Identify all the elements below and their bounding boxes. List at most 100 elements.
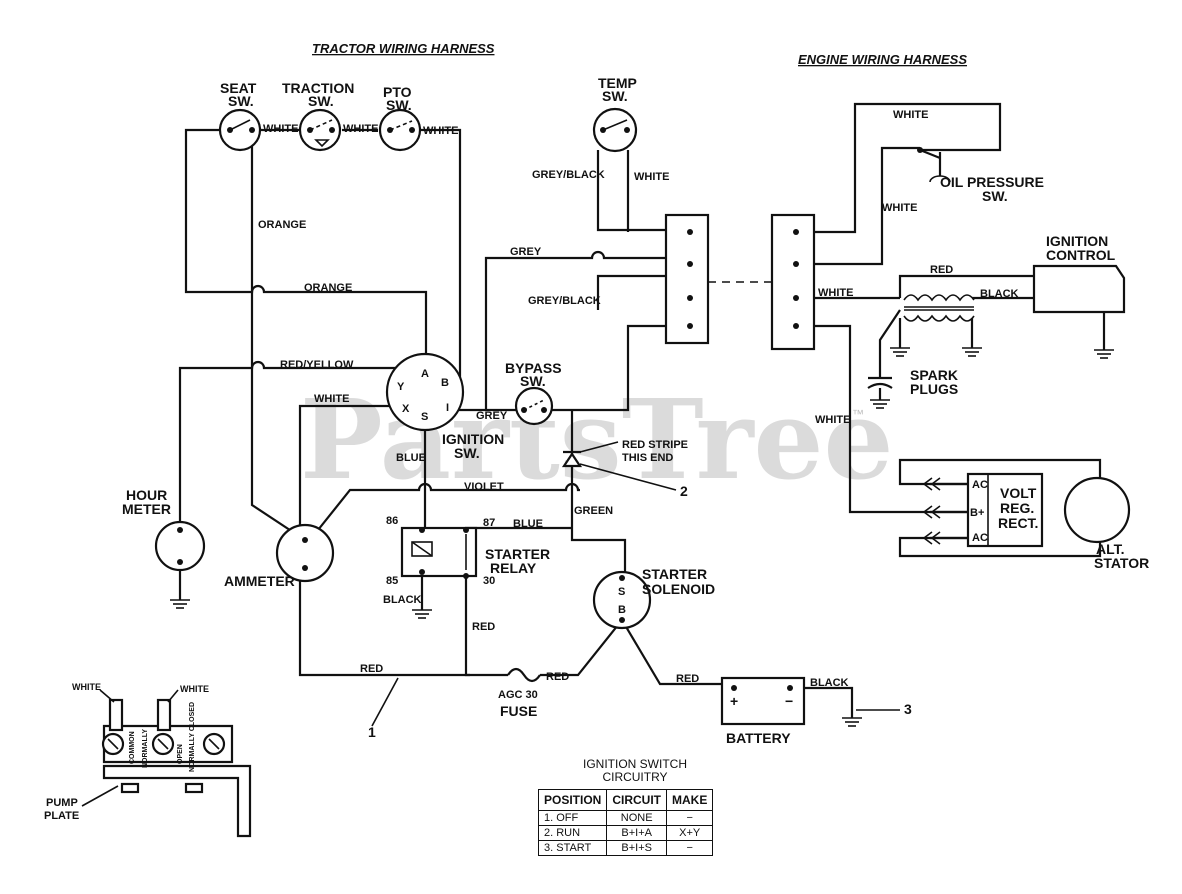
relay-terminal-85: 85 (386, 575, 398, 587)
ammeter-label: AMMETER (224, 573, 295, 589)
wire-label-grey-bypass: GREY (476, 410, 508, 422)
wire-label-white-oil-2: WHITE (882, 202, 917, 214)
wire-red-yellow (178, 360, 405, 530)
traction-sw-label-2: SW. (308, 93, 334, 109)
ign-terminal-s: S (421, 411, 428, 423)
wire-label-white-oil-1: WHITE (893, 109, 928, 121)
ignition-control-label-1: IGNITION (1046, 233, 1108, 249)
battery-label: BATTERY (726, 730, 791, 746)
wire-label-red-ignition: RED (930, 264, 953, 276)
wire-label-blue-87: BLUE (513, 518, 543, 530)
ignition-circuitry-table: POSITION CIRCUIT MAKE 1. OFF NONE − 2. R… (537, 789, 714, 856)
wire-label-grey-black: GREY/BLACK (528, 295, 601, 307)
block-label-normally: NORMALLY (142, 729, 149, 768)
table-title-line2: CIRCUITRY (602, 770, 668, 784)
wire-label-white-x: WHITE (314, 393, 349, 405)
hour-meter-label-2: METER (122, 501, 171, 517)
ign-terminal-i: I (446, 402, 449, 414)
table-row: 3. START B+I+S − (537, 840, 714, 856)
table-header-make: MAKE (666, 789, 714, 811)
bypass-switch (514, 386, 554, 426)
pump-plate-switch-block (101, 698, 252, 838)
red-stripe-label-1: RED STRIPE (622, 439, 688, 451)
wire-relay-red (464, 578, 508, 677)
wire-white-vreg (796, 324, 968, 514)
spark-plug-coil (903, 294, 975, 322)
solenoid-terminal-s: S (618, 586, 625, 598)
seat-switch (218, 108, 262, 152)
alternator-stator (1063, 476, 1131, 544)
bypass-sw-label-1: BYPASS (505, 360, 562, 376)
block-label-common: COMMON (129, 731, 136, 764)
callout-3: 3 (904, 701, 912, 717)
spark-plugs-label-2: PLUGS (910, 381, 958, 397)
wire-grey-black-temp (596, 150, 690, 232)
block-label-open: OPEN (177, 744, 184, 764)
ign-terminal-a: A (421, 368, 429, 380)
table-cell: X+Y (666, 825, 714, 841)
table-cell: B+I+A (606, 825, 668, 841)
engine-connector (770, 213, 816, 351)
voltage-regulator (922, 472, 1044, 548)
ign-terminal-y: Y (397, 381, 405, 393)
table-title-line1: IGNITION SWITCH (583, 757, 687, 771)
table-cell: NONE (606, 810, 668, 826)
starter-relay-label-2: RELAY (490, 560, 537, 576)
starter-relay (400, 526, 478, 619)
wire-label-black-battery: BLACK (810, 677, 849, 689)
wire-label-white-plugs: WHITE (818, 287, 853, 299)
wire-label-white-2: WHITE (343, 123, 378, 135)
ignition-control-label-2: CONTROL (1046, 247, 1116, 263)
wire-label-red-30: RED (472, 621, 495, 633)
pump-plate-label-2: PLATE (44, 810, 79, 822)
engine-harness-title: ENGINE WIRING HARNESS (798, 52, 967, 67)
starter-solenoid-label-2: SOLENOID (642, 581, 715, 597)
block-wire-white-2: WHITE (180, 684, 209, 694)
traction-switch (298, 108, 342, 152)
stator-label-2: STATOR (1094, 555, 1149, 571)
table-row: 1. OFF NONE − (537, 810, 714, 826)
oil-sw-label-2: SW. (982, 188, 1008, 204)
vreg-label-3: RECT. (998, 515, 1038, 531)
table-header-position: POSITION (537, 789, 608, 811)
wire-bypass-right (552, 324, 690, 412)
battery (720, 676, 806, 726)
vreg-terminal-ac-2: AC (972, 532, 988, 544)
relay-terminal-86: 86 (386, 515, 398, 527)
wire-label-red-fuse: RED (546, 671, 569, 683)
fuse-label-1: AGC 30 (498, 689, 538, 701)
wire-label-orange-1: ORANGE (258, 219, 306, 231)
seat-sw-label-2: SW. (228, 93, 254, 109)
solenoid-terminal-b: B (618, 604, 626, 616)
red-stripe-label-2: THIS END (622, 452, 673, 464)
vreg-terminal-bplus: B+ (970, 507, 984, 519)
wire-orange-loop (184, 128, 428, 365)
fuse-label-2: FUSE (500, 703, 537, 719)
battery-minus: − (785, 693, 793, 709)
table-header-circuit: CIRCUIT (606, 789, 668, 811)
watermark-tm: ™ (852, 407, 864, 421)
wire-label-white-3: WHITE (423, 125, 458, 137)
pto-sw-label-2: SW. (386, 97, 412, 113)
ammeter (275, 523, 335, 583)
ignition-switch (385, 352, 465, 432)
wire-label-violet: VIOLET (464, 481, 504, 493)
wire-label-black-ignition: BLACK (980, 288, 1019, 300)
battery-plus: + (730, 693, 738, 709)
ign-terminal-x: X (402, 403, 410, 415)
table-title: IGNITION SWITCH CIRCUITRY (560, 758, 710, 784)
wire-red-ignition (898, 274, 1034, 298)
pto-switch (378, 108, 422, 152)
wire-label-orange-2: ORANGE (304, 282, 352, 294)
relay-terminal-87: 87 (483, 517, 495, 529)
ignition-control (1032, 264, 1126, 314)
table-cell: 1. OFF (537, 810, 608, 826)
wire-vreg-inputs (930, 482, 968, 540)
temp-switch (592, 107, 638, 153)
starter-solenoid-label-1: STARTER (642, 566, 707, 582)
callout-2-leader (579, 463, 677, 491)
wire-label-white-1: WHITE (263, 123, 298, 135)
callout-1-leader (371, 677, 399, 727)
wire-white-oil (796, 146, 920, 266)
bypass-sw-label-2: SW. (520, 373, 546, 389)
